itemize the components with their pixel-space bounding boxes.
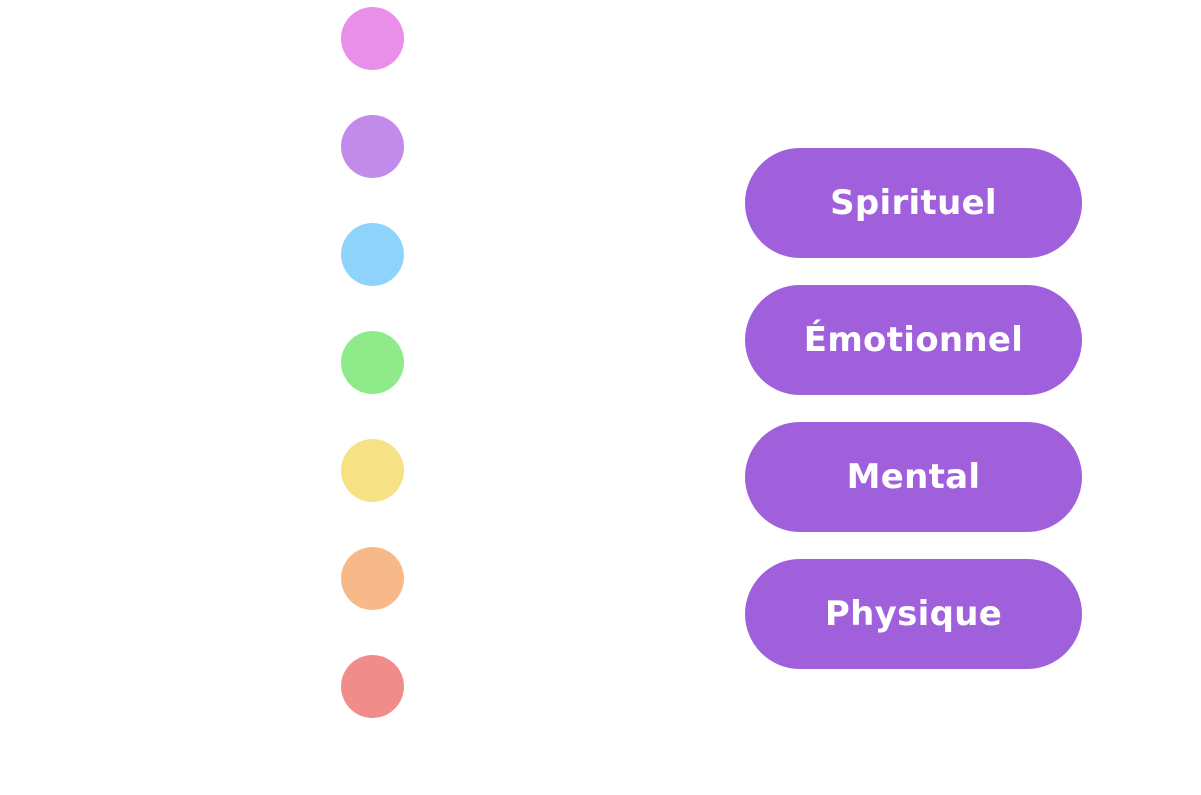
chakra-column xyxy=(341,7,404,727)
chakra-dot-4 xyxy=(341,331,404,394)
chakra-dot-7 xyxy=(341,655,404,718)
level-pill-physique: Physique xyxy=(745,559,1082,669)
chakra-dot-2 xyxy=(341,115,404,178)
chakra-dot-5 xyxy=(341,439,404,502)
level-pill-emotionnel: Émotionnel xyxy=(745,285,1082,395)
level-pill-mental: Mental xyxy=(745,422,1082,532)
level-pill-spirituel: Spirituel xyxy=(745,148,1082,258)
chakra-dot-6 xyxy=(341,547,404,610)
chakra-dot-3 xyxy=(341,223,404,286)
chakra-dot-1 xyxy=(341,7,404,70)
